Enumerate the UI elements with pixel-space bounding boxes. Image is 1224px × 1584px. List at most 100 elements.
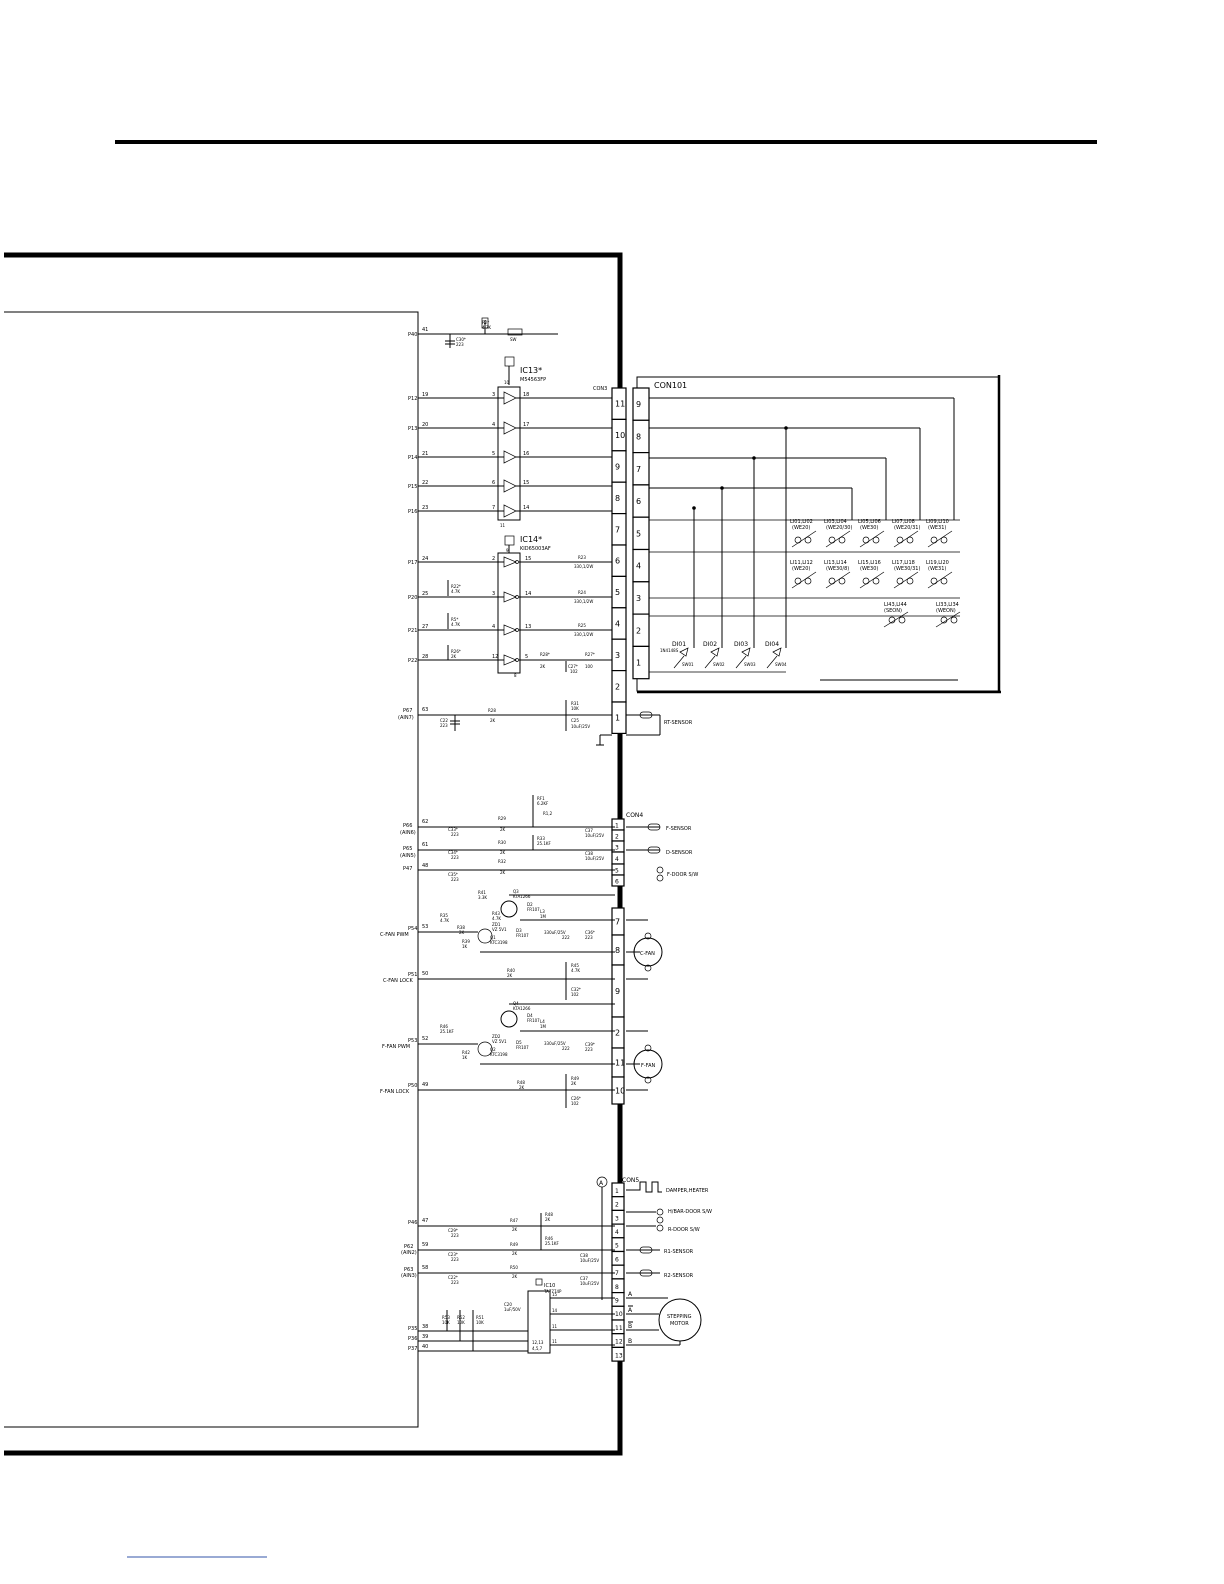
svg-text:2K: 2K (490, 718, 496, 723)
svg-text:(AIN2): (AIN2) (401, 1250, 417, 1256)
led-label: (WE20/30) (826, 525, 852, 531)
svg-text:R-DOOR S/W: R-DOOR S/W (668, 1227, 700, 1233)
mcu-pin-label: P14 (408, 455, 417, 461)
buffer-symbol (503, 479, 517, 493)
svg-text:P63: P63 (404, 1267, 413, 1273)
svg-text:4.7K: 4.7K (482, 325, 491, 330)
led-icon (804, 577, 812, 585)
svg-text:(AIN7): (AIN7) (398, 715, 414, 721)
connector-pin-number: 12 (615, 1339, 623, 1346)
svg-text:(AIN6): (AIN6) (400, 830, 416, 836)
inverter-symbol (503, 654, 517, 666)
svg-text:C33*: C33* (448, 827, 458, 832)
svg-text:RF1: RF1 (537, 796, 545, 801)
svg-text:B: B (628, 1338, 632, 1345)
con5-pin (611, 1346, 625, 1362)
led-label: (WE20/31) (894, 525, 920, 531)
led-label: LI05,LI06 (858, 519, 881, 525)
svg-text:41: 41 (422, 327, 428, 333)
svg-text:C26*: C26* (571, 1096, 581, 1101)
ic-pin-number: 7 (492, 505, 495, 511)
svg-text:10uF/25V: 10uF/25V (571, 724, 590, 729)
svg-text:CON3: CON3 (593, 386, 607, 392)
svg-text:B: B (628, 1323, 632, 1330)
svg-text:R48: R48 (545, 1212, 553, 1217)
switch-label: SW03 (744, 662, 756, 667)
inverter-symbol (503, 556, 517, 568)
connector-pin-number: 13 (615, 1352, 623, 1359)
svg-text:C37: C37 (580, 1276, 588, 1281)
c-fan-motor (633, 937, 663, 967)
ic-pin-number: 3 (492, 392, 495, 398)
svg-text:223: 223 (451, 1233, 459, 1238)
svg-text:2K: 2K (512, 1227, 518, 1232)
svg-text:R51: R51 (476, 1315, 484, 1320)
con4-pin (611, 874, 625, 887)
svg-text:R28: R28 (488, 708, 496, 713)
svg-text:39: 39 (422, 1334, 428, 1340)
led-label: (WE20) (792, 525, 810, 531)
svg-text:L3: L3 (540, 909, 545, 914)
diode-label: DI02 (703, 641, 717, 648)
svg-text:2K: 2K (512, 1251, 518, 1256)
connector-pin-number: 11 (615, 400, 625, 409)
svg-text:M54563FP: M54563FP (520, 377, 546, 383)
led-label: (WEON) (936, 608, 956, 614)
led-label: LI43,LI44 (884, 602, 907, 608)
mcu-pin-label: P16 (408, 509, 417, 515)
mcu-pin-number: 20 (422, 422, 428, 428)
connector-pin-number: 9 (615, 987, 620, 996)
svg-text:VZ 5V1: VZ 5V1 (492, 927, 507, 932)
svg-text:C37: C37 (585, 828, 593, 833)
connector-pin-number: 7 (615, 525, 620, 534)
mcu-pin-label: P20 (408, 595, 417, 601)
svg-text:10uF/25V: 10uF/25V (580, 1258, 599, 1263)
svg-text:10K: 10K (457, 1320, 465, 1325)
led-icon (906, 536, 914, 544)
switch-label: SW02 (713, 662, 725, 667)
led-icon (930, 536, 938, 544)
svg-text:9: 9 (506, 548, 509, 553)
led-label: LI03,LI04 (824, 519, 847, 525)
svg-text:10uF/25V: 10uF/25V (585, 856, 604, 861)
svg-text:49: 49 (422, 1082, 428, 1088)
svg-text:P54: P54 (408, 926, 417, 932)
svg-text:2K: 2K (540, 664, 546, 669)
pin-p40: P40 (408, 332, 417, 338)
led-label: (WE31) (928, 566, 946, 572)
connector-pin-number: 2 (615, 1202, 619, 1209)
mcu-pin-number: 28 (422, 654, 428, 660)
connector-pin-number: 6 (615, 879, 619, 886)
svg-text:2K: 2K (519, 1085, 525, 1090)
svg-text:R31: R31 (571, 701, 579, 706)
svg-text:Q3: Q3 (513, 889, 519, 894)
svg-text:CON4: CON4 (626, 812, 643, 819)
svg-text:25.1KF: 25.1KF (440, 1029, 455, 1034)
led-icon (940, 577, 948, 585)
svg-text:Q4: Q4 (513, 1001, 519, 1006)
svg-text:102: 102 (571, 1101, 579, 1106)
diode-label: DI04 (765, 641, 779, 648)
svg-text:223: 223 (585, 935, 593, 940)
svg-text:(AIN5): (AIN5) (400, 853, 416, 859)
switch-label: SW01 (682, 662, 694, 667)
svg-text:2K: 2K (512, 1274, 518, 1279)
svg-text:L4: L4 (540, 1019, 545, 1024)
led-icon (828, 536, 836, 544)
led-label: LI17,LI18 (892, 560, 915, 566)
connector-pin-number: 3 (615, 845, 619, 852)
svg-text:D2: D2 (527, 902, 533, 907)
svg-text:F-FAN PWM: F-FAN PWM (382, 1044, 410, 1050)
svg-text:P37: P37 (408, 1346, 417, 1352)
mcu-pin-number: 22 (422, 480, 428, 486)
resistor-value: 330,1/2W (574, 564, 593, 569)
connector-pin-number: 10 (615, 1087, 625, 1096)
ic-pin-number: 12 (492, 654, 498, 660)
diode-icon (772, 647, 782, 657)
svg-text:2K: 2K (571, 1081, 577, 1086)
led-icon (896, 536, 904, 544)
